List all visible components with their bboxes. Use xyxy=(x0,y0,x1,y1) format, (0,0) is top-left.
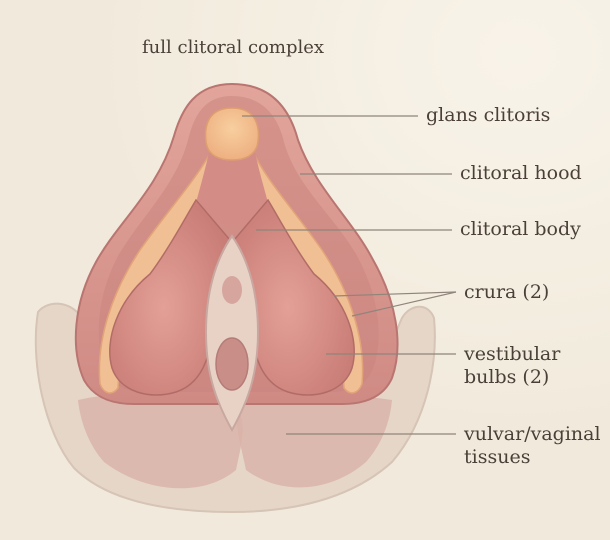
vulvar-vaginal-tissues xyxy=(78,392,243,489)
label-clitoral-body: clitoral body xyxy=(460,218,581,240)
label-vestibular-bulbs-line1: vestibular xyxy=(464,343,561,365)
label-crura: crura (2) xyxy=(464,281,550,303)
leader-crura-a xyxy=(333,291,457,297)
label-tissues-line2: tissues xyxy=(464,446,531,468)
leader-lines xyxy=(242,115,457,435)
urethral-opening xyxy=(222,276,242,304)
vulvar-vaginal-tissues-right xyxy=(236,393,392,488)
glans-clitoris xyxy=(204,107,260,161)
leader-crura-b xyxy=(351,291,457,317)
diagram-title: full clitoral complex xyxy=(142,37,325,58)
label-clitoral-hood: clitoral hood xyxy=(460,162,582,184)
label-glans-clitoris: glans clitoris xyxy=(426,104,551,126)
label-tissues-line1: vulvar/vaginal xyxy=(464,423,601,445)
label-vestibular-bulbs-line2: bulbs (2) xyxy=(464,366,550,388)
clitoral-body xyxy=(190,138,274,226)
label-vestibular-bulbs: vestibular bulbs (2) xyxy=(464,343,560,389)
vestibule xyxy=(204,234,260,433)
vaginal-opening xyxy=(215,337,249,391)
label-vulvar-vaginal-tissues: vulvar/vaginal tissues xyxy=(464,423,601,469)
